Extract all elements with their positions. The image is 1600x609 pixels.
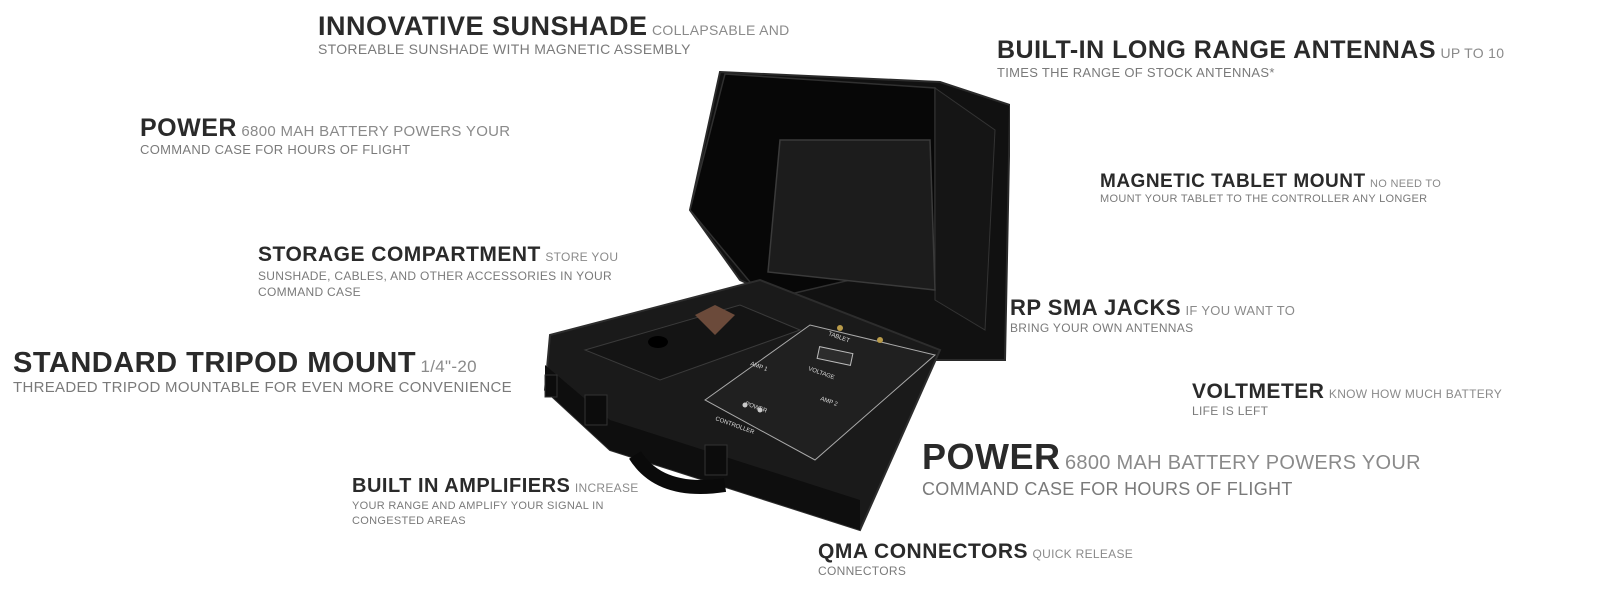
feature-title: RP SMA JACKS bbox=[1010, 295, 1182, 320]
feature-body: STOREABLE SUNSHADE WITH MAGNETIC ASSEMBL… bbox=[318, 41, 691, 58]
feature-body: CONNECTORS bbox=[818, 564, 907, 579]
feature-inline: QUICK RELEASE bbox=[1032, 547, 1134, 561]
feature-innovative-sunshade: INNOVATIVE SUNSHADE COLLAPSABLE AND STOR… bbox=[318, 12, 838, 57]
qma-connector bbox=[757, 407, 763, 413]
feature-body: TIMES THE RANGE OF STOCK ANTENNAS* bbox=[997, 65, 1275, 81]
feature-inline: NO NEED TO bbox=[1370, 178, 1442, 190]
feature-title: INNOVATIVE SUNSHADE bbox=[318, 11, 648, 41]
feature-power-top: POWER 6800 mAh BATTERY POWERS YOUR COMMA… bbox=[140, 115, 540, 157]
feature-inline: 1/4"-20 bbox=[420, 357, 477, 376]
feature-title: BUILT-IN LONG RANGE ANTENNAS bbox=[997, 36, 1436, 64]
control-panel bbox=[704, 324, 937, 461]
feature-inline: IF YOU WANT TO bbox=[1185, 303, 1296, 318]
feature-inline: 6800 mAh BATTERY POWERS YOUR bbox=[1064, 452, 1421, 474]
feature-rp-sma-jacks: RP SMA JACKS IF YOU WANT TO BRING YOUR O… bbox=[1010, 296, 1340, 334]
case-latch bbox=[584, 394, 608, 426]
tablet bbox=[767, 139, 936, 291]
storage-compartment bbox=[583, 304, 802, 381]
voltage-display bbox=[816, 346, 854, 366]
feature-standard-tripod-mount: STANDARD TRIPOD MOUNT 1/4"-20 THREADED T… bbox=[13, 348, 553, 396]
rp-sma-jack bbox=[837, 325, 843, 331]
feature-title: MAGNETIC TABLET MOUNT bbox=[1100, 171, 1366, 192]
feature-body: SUNSHADE, CABLES, AND OTHER ACCESSORIES … bbox=[258, 269, 612, 300]
feature-built-in-amplifiers: BUILT IN AMPLIFIERS INCREASE YOUR RANGE … bbox=[352, 476, 652, 530]
case-front bbox=[545, 365, 860, 530]
feature-inline: STORE YOU bbox=[545, 250, 619, 264]
sunshade-side bbox=[934, 87, 996, 331]
qma-connector bbox=[742, 402, 748, 408]
panel-label-amp1: AMP 1 bbox=[749, 361, 768, 373]
feature-title: VOLTMETER bbox=[1192, 380, 1325, 403]
feature-title: STORAGE COMPARTMENT bbox=[258, 243, 541, 266]
feature-body: BRING YOUR OWN ANTENNAS bbox=[1010, 320, 1194, 335]
feature-power-bottom: POWER 6800 mAh BATTERY POWERS YOUR COMMA… bbox=[922, 438, 1462, 499]
feature-body: THREADED TRIPOD MOUNTABLE FOR EVEN MORE … bbox=[13, 379, 512, 397]
case-handle bbox=[629, 451, 727, 494]
panel-label-amp2: AMP 2 bbox=[819, 396, 838, 408]
feature-body: COMMAND CASE FOR HOURS OF FLIGHT bbox=[140, 142, 411, 158]
feature-magnetic-tablet-mount: MAGNETIC TABLET MOUNT NO NEED TO MOUNT Y… bbox=[1100, 172, 1460, 205]
feature-inline: KNOW HOW MUCH BATTERY bbox=[1328, 387, 1503, 401]
feature-long-range-antennas: BUILT-IN LONG RANGE ANTENNAS UP TO 10 TI… bbox=[997, 37, 1597, 80]
rp-sma-jack bbox=[877, 337, 883, 343]
feature-title: STANDARD TRIPOD MOUNT bbox=[13, 347, 417, 379]
case-latch bbox=[544, 374, 558, 398]
feature-inline: UP TO 10 bbox=[1440, 45, 1505, 61]
case-latch bbox=[704, 444, 728, 476]
feature-title: BUILT IN AMPLIFIERS bbox=[352, 475, 571, 497]
feature-inline: INCREASE bbox=[574, 481, 639, 495]
feature-body: YOUR RANGE AND AMPLIFY YOUR SIGNAL IN CO… bbox=[352, 500, 604, 528]
command-case-image: TABLET VOLTAGE AMP 1 AMP 2 POWER CONTROL… bbox=[543, 70, 1010, 532]
feature-title: POWER bbox=[922, 438, 1061, 477]
feature-body: LIFE IS LEFT bbox=[1192, 404, 1269, 419]
logo-emblem bbox=[695, 305, 735, 335]
feature-qma-connectors: QMA CONNECTORS QUICK RELEASE CONNECTORS bbox=[818, 540, 1178, 579]
feature-inline: COLLAPSABLE AND bbox=[652, 22, 790, 38]
feature-storage-compartment: STORAGE COMPARTMENT STORE YOU SUNSHADE, … bbox=[258, 243, 638, 300]
feature-body: MOUNT YOUR TABLET TO THE CONTROLLER ANY … bbox=[1100, 192, 1428, 205]
feature-title: QMA CONNECTORS bbox=[818, 540, 1029, 563]
feature-title: POWER bbox=[140, 114, 237, 142]
feature-body: COMMAND CASE FOR HOURS OF FLIGHT bbox=[922, 478, 1293, 499]
feature-voltmeter: VOLTMETER KNOW HOW MUCH BATTERY LIFE IS … bbox=[1192, 380, 1552, 419]
tripod-mount-hole bbox=[648, 336, 668, 348]
feature-inline: 6800 mAh BATTERY POWERS YOUR bbox=[241, 123, 511, 140]
